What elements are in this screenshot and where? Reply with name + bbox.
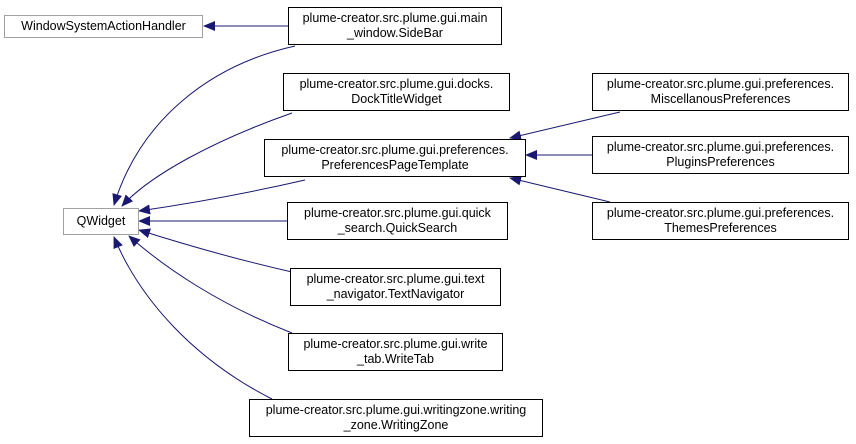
node-label-line: plume-creator.src.plume.gui.quick: [304, 206, 491, 220]
node-label-line: WindowSystemActionHandler: [21, 19, 186, 33]
node-sidebar[interactable]: plume-creator.src.plume.gui.main _window…: [288, 7, 502, 45]
node-label-line: plume-creator.src.plume.gui.text: [306, 272, 485, 286]
node-label-line: plume-creator.src.plume.gui.main: [302, 11, 488, 25]
node-label-line: PreferencesPageTemplate: [321, 158, 469, 172]
node-label-line: PluginsPreferences: [666, 155, 775, 169]
node-label-line: plume-creator.src.plume.gui.writingzone.…: [265, 403, 527, 417]
node-label-line: plume-creator.src.plume.gui.preferences.: [281, 143, 509, 157]
node-label-line: plume-creator.src.plume.gui.preferences.: [606, 77, 835, 91]
edge-writetab-to-qwidget: [128, 235, 293, 334]
node-label-line: _search.QuickSearch: [337, 221, 458, 235]
edge-writingzone-to-qwidget: [113, 236, 273, 400]
node-quick-search[interactable]: plume-creator.src.plume.gui.quick _searc…: [287, 202, 508, 240]
node-label-line: _navigator.TextNavigator: [326, 287, 465, 301]
node-dock-title-widget[interactable]: plume-creator.src.plume.gui.docks. DockT…: [283, 73, 510, 111]
node-label-line: plume-creator.src.plume.gui.docks.: [299, 77, 494, 91]
node-writing-zone[interactable]: plume-creator.src.plume.gui.writingzone.…: [249, 399, 543, 437]
node-label-line: plume-creator.src.plume.gui.write: [303, 337, 488, 351]
node-label-line: ThemesPreferences: [664, 221, 777, 235]
node-label-line: plume-creator.src.plume.gui.preferences.: [606, 140, 835, 154]
node-label-line: _tab.WriteTab: [357, 352, 434, 366]
edge-sidebar-to-qwidget: [112, 45, 296, 206]
node-label-line: plume-creator.src.plume.gui.preferences.: [606, 206, 835, 220]
edge-textnavigator-to-qwidget: [138, 228, 293, 273]
node-plugins-preferences[interactable]: plume-creator.src.plume.gui.preferences.…: [592, 136, 849, 174]
node-themes-preferences[interactable]: plume-creator.src.plume.gui.preferences.…: [592, 202, 849, 240]
node-label-line: MiscellanousPreferences: [650, 92, 791, 106]
node-label-line: _zone.WritingZone: [343, 418, 449, 432]
node-label-line: DockTitleWidget: [351, 92, 442, 106]
node-label-line: _window.SideBar: [347, 26, 443, 40]
edge-miscellanouspreferences-to-preferencespagetemplate: [509, 111, 621, 141]
node-miscellanous-preferences[interactable]: plume-creator.src.plume.gui.preferences.…: [592, 73, 849, 111]
node-preferences-page-template[interactable]: plume-creator.src.plume.gui.preferences.…: [264, 139, 526, 177]
node-label-line: QWidget: [76, 214, 126, 228]
edge-docktitlewidget-to-qwidget: [121, 112, 293, 207]
node-window-system-action-handler[interactable]: WindowSystemActionHandler: [4, 15, 203, 38]
edge-themespreferences-to-preferencespagetemplate: [509, 175, 611, 203]
node-write-tab[interactable]: plume-creator.src.plume.gui.write _tab.W…: [288, 333, 503, 371]
node-text-navigator[interactable]: plume-creator.src.plume.gui.text _naviga…: [290, 268, 501, 306]
edge-preferencespagetemplate-to-qwidget: [138, 179, 306, 215]
node-qwidget[interactable]: QWidget: [63, 208, 139, 235]
